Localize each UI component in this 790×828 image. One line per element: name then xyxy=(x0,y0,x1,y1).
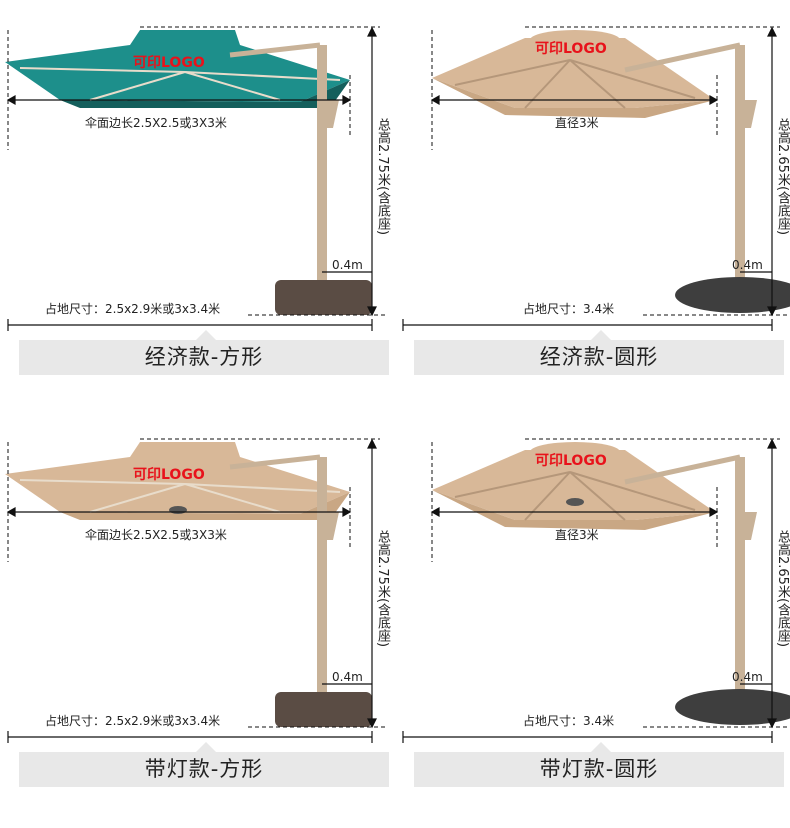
pole xyxy=(735,45,745,290)
light-icon xyxy=(566,498,584,506)
base xyxy=(675,689,790,725)
span-dimension: 直径3米 xyxy=(555,116,599,130)
umbrella-illustration xyxy=(5,438,387,743)
offset-dimension: 0.4m xyxy=(732,670,763,684)
offset-dimension: 0.4m xyxy=(732,258,763,272)
label-pointer xyxy=(196,330,216,340)
span-dimension: 伞面边长2.5X2.5或3X3米 xyxy=(85,528,227,542)
base xyxy=(275,692,372,727)
offset-dimension: 0.4m xyxy=(332,670,363,684)
canopy xyxy=(432,38,715,108)
pole xyxy=(317,457,327,702)
base xyxy=(275,280,372,315)
umbrella-illustration xyxy=(402,438,790,743)
span-dimension: 伞面边长2.5X2.5或3X3米 xyxy=(85,116,227,130)
base xyxy=(675,277,790,313)
canopy xyxy=(432,450,715,520)
model-title: 经济款-圆形 xyxy=(414,340,784,375)
logo-text: 可印LOGO xyxy=(133,467,205,483)
height-dimension: 总高2.75米(含底座) xyxy=(375,530,390,648)
footprint-dimension: 占地尺寸：3.4米 xyxy=(523,302,615,316)
offset-dimension: 0.4m xyxy=(332,258,363,272)
height-dimension: 总高2.65米(含底座) xyxy=(775,118,790,236)
label-pointer xyxy=(591,330,611,340)
umbrella-illustration xyxy=(402,26,790,331)
pole xyxy=(317,45,327,290)
label-pointer xyxy=(591,742,611,752)
logo-text: 可印LOGO xyxy=(133,55,205,71)
footprint-dimension: 占地尺寸：2.5x2.9米或3x3.4米 xyxy=(45,714,221,728)
product-panel-3: 可印LOGO 伞面边长2.5X2.5或3X3米 总高2.75米(含底座) 0.4… xyxy=(0,412,395,824)
footprint-dimension: 占地尺寸：3.4米 xyxy=(523,714,615,728)
pole xyxy=(735,457,745,702)
height-dimension: 总高2.75米(含底座) xyxy=(375,118,390,236)
product-panel-2: 可印LOGO 直径3米 总高2.65米(含底座) 0.4m 占地尺寸：3.4米 … xyxy=(395,0,790,412)
model-title: 带灯款-圆形 xyxy=(414,752,784,787)
canopy-top xyxy=(130,30,240,45)
umbrella-illustration xyxy=(5,26,387,331)
product-panel-4: 可印LOGO 直径3米 总高2.65米(含底座) 0.4m 占地尺寸：3.4米 … xyxy=(395,412,790,824)
span-dimension: 直径3米 xyxy=(555,528,599,542)
footprint-dimension: 占地尺寸：2.5x2.9米或3x3.4米 xyxy=(45,302,221,316)
logo-text: 可印LOGO xyxy=(535,41,607,57)
light-icon xyxy=(169,506,187,514)
model-title: 经济款-方形 xyxy=(19,340,389,375)
height-dimension: 总高2.65米(含底座) xyxy=(775,530,790,648)
logo-text: 可印LOGO xyxy=(535,453,607,469)
model-title: 带灯款-方形 xyxy=(19,752,389,787)
product-panel-1: 可印LOGO 伞面边长2.5X2.5或3X3米 总高2.75米(含底座) 0.4… xyxy=(0,0,395,412)
canopy-top xyxy=(130,442,240,457)
label-pointer xyxy=(196,742,216,752)
